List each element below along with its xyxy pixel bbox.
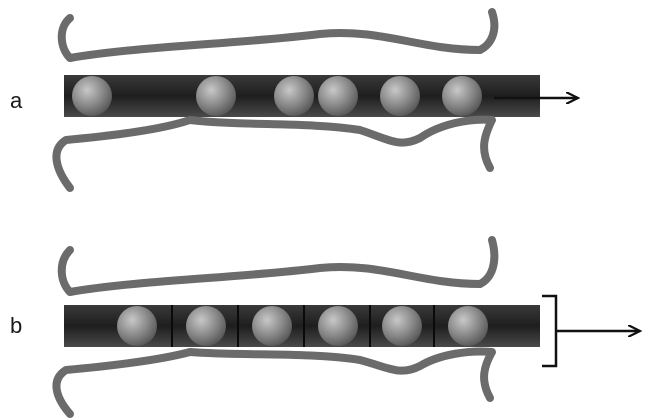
panel-b: b <box>10 240 640 414</box>
bead <box>318 306 358 346</box>
bead <box>72 76 112 116</box>
bead <box>442 76 482 116</box>
bead <box>186 306 226 346</box>
upper-fiber-b <box>62 240 495 292</box>
lower-fiber-a <box>56 120 492 188</box>
bead <box>382 306 422 346</box>
bead <box>274 76 314 116</box>
bracket-b <box>542 296 556 366</box>
bead <box>318 76 358 116</box>
bead <box>448 306 488 346</box>
bead <box>117 306 157 346</box>
upper-fiber-a <box>62 12 495 58</box>
bead <box>252 306 292 346</box>
lower-fiber-b <box>56 352 492 414</box>
bead <box>196 76 236 116</box>
panel-label-b: b <box>10 313 22 338</box>
panel-label-a: a <box>10 88 23 113</box>
panel-a: a <box>10 12 578 188</box>
bead <box>380 76 420 116</box>
